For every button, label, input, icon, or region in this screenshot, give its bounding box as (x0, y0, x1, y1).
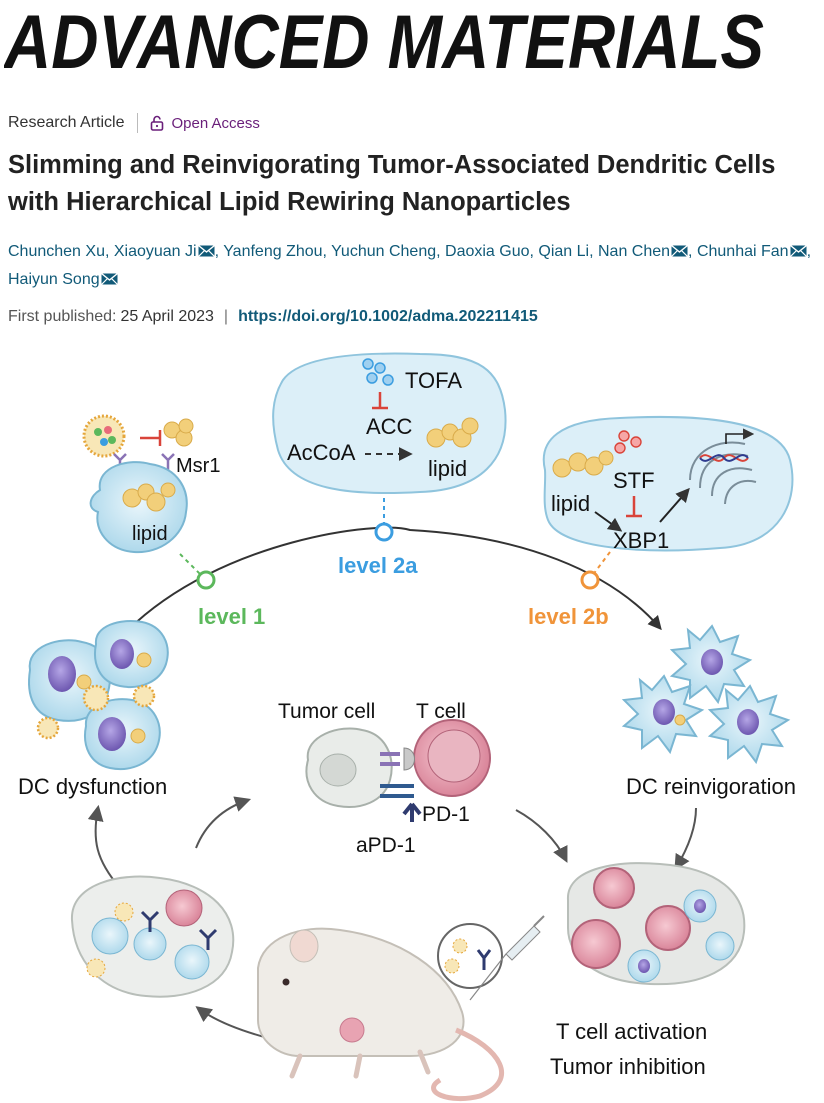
cycle-arrow (87, 804, 121, 889)
level-2a-node (374, 522, 394, 542)
email-icon[interactable] (100, 271, 118, 288)
cycle-arrow (195, 1006, 269, 1039)
reinvigorated-dc-nuclei (653, 649, 759, 735)
cycle-arrow (195, 796, 252, 849)
label-stf: STF (613, 468, 655, 493)
author-name: Yanfeng Zhou (223, 243, 323, 260)
activation-arrow (594, 511, 623, 532)
connector-level1 (179, 553, 205, 579)
inhibition-marker (372, 392, 388, 410)
label-dc-dysfunction: DC dysfunction (18, 774, 167, 799)
level-1-node (196, 570, 216, 590)
article-meta: Research Article Open Access (8, 110, 260, 136)
tumor-t-cell-interaction (305, 719, 491, 822)
author-name: Haiyun Song (8, 271, 100, 288)
label-t-cell-activation: T cell activation (556, 1019, 707, 1044)
stf-molecules (614, 430, 642, 454)
author-link[interactable]: Yanfeng Zhou (223, 243, 322, 260)
author-name: Xiaoyuan Ji (113, 243, 197, 260)
graphical-abstract: TOFA ACC AcCoA lipid STF lipid XBP (0, 340, 824, 1103)
article-title: Slimming and Reinvigorating Tumor-Associ… (8, 147, 820, 221)
level-2a-panel: TOFA ACC AcCoA lipid (272, 352, 507, 495)
author-name: Daoxia Guo (445, 243, 530, 260)
title-line-1: Slimming and Reinvigorating Tumor-Associ… (8, 151, 776, 179)
author-name: Qian Li (538, 243, 590, 260)
label-t-cell: T cell (416, 700, 466, 723)
nanoparticle-icon (82, 414, 126, 458)
label-lipid-2a: lipid (428, 456, 467, 481)
author-name: Chunchen Xu (8, 243, 105, 260)
label-lipid-1: lipid (132, 523, 168, 545)
activation-arrow (659, 487, 690, 523)
lock-open-icon (150, 115, 163, 131)
author-link[interactable]: Xiaoyuan Ji (114, 243, 215, 260)
pipe-separator: | (223, 308, 229, 325)
open-access-label: Open Access (171, 114, 260, 132)
lipid-droplets (552, 450, 614, 478)
label-acc: ACC (366, 414, 413, 439)
publication-date: 25 April 2023 (120, 308, 214, 325)
label-apd1: aPD-1 (356, 834, 416, 857)
article-type: Research Article (8, 114, 125, 131)
level-2b-node (580, 570, 600, 590)
cycle-arrow (674, 807, 697, 871)
syringe-injection-icon (437, 915, 545, 1001)
tofa-molecules (362, 358, 394, 386)
label-tofa: TOFA (405, 368, 462, 393)
author-link[interactable]: Haiyun Song (8, 271, 118, 288)
email-icon[interactable] (670, 243, 688, 260)
mouse-illustration (257, 927, 504, 1102)
level-1-panel: Msr1 lipid (82, 414, 220, 554)
email-icon[interactable] (789, 243, 807, 260)
label-tumor-inhibition: Tumor inhibition (550, 1054, 706, 1079)
reinvigorated-dc-cluster (621, 624, 791, 765)
level-2b-panel: STF lipid XBP1 (542, 415, 794, 553)
label-dc-reinvigoration: DC reinvigoration (626, 774, 796, 799)
author-link[interactable]: Chunhai Fan (697, 243, 807, 260)
dc-cell-lipid-laden (89, 461, 188, 554)
inhibition-marker (626, 496, 642, 518)
author-name: Nan Chen (598, 243, 671, 260)
email-icon[interactable] (197, 243, 215, 260)
author-link[interactable]: Qian Li (538, 243, 589, 260)
label-level-2a: level 2a (338, 553, 418, 578)
author-name: Chunhai Fan (696, 243, 789, 260)
title-line-2: with Hierarchical Lipid Rewiring Nanopar… (8, 188, 571, 216)
t-cell-activation-cluster (566, 862, 746, 986)
divider (136, 113, 138, 133)
author-link[interactable]: Yuchun Cheng (331, 243, 436, 260)
journal-name: ADVANCED MATERIALS (4, 0, 764, 80)
cycle-arrow (515, 809, 568, 863)
label-xbp1: XBP1 (613, 528, 669, 553)
lipid-droplets (163, 418, 194, 447)
label-msr1: Msr1 (176, 455, 220, 477)
first-published-label: First published: (8, 308, 117, 325)
publication-info: First published: 25 April 2023 | https:/… (8, 308, 538, 326)
label-pd1: PD-1 (422, 803, 470, 826)
author-link[interactable]: Daoxia Guo (445, 243, 530, 260)
doi-link[interactable]: https://doi.org/10.1002/adma.202211415 (238, 308, 538, 325)
lipid-droplets (426, 417, 479, 448)
dna-helix-icon (699, 428, 755, 462)
label-level-2b: level 2b (528, 604, 609, 629)
label-level-1: level 1 (198, 604, 265, 629)
journal-logo[interactable]: ADVANCED MATERIALS (4, 0, 820, 80)
label-tumor-cell: Tumor cell (278, 700, 375, 723)
inhibition-marker (140, 430, 162, 446)
pathway-arc (127, 526, 662, 631)
label-accoa: AcCoA (287, 440, 356, 465)
label-lipid-2b: lipid (551, 491, 590, 516)
author-link[interactable]: Chunchen Xu (8, 243, 105, 260)
dysfunctional-dc-cluster (28, 620, 169, 770)
author-name: Yuchun Cheng (331, 243, 437, 260)
tumor-microenvironment (70, 875, 235, 998)
author-link[interactable]: Nan Chen (598, 243, 688, 260)
open-access-badge[interactable]: Open Access (150, 115, 260, 132)
author-list: Chunchen Xu, Xiaoyuan Ji, Yanfeng Zhou, … (8, 243, 812, 288)
